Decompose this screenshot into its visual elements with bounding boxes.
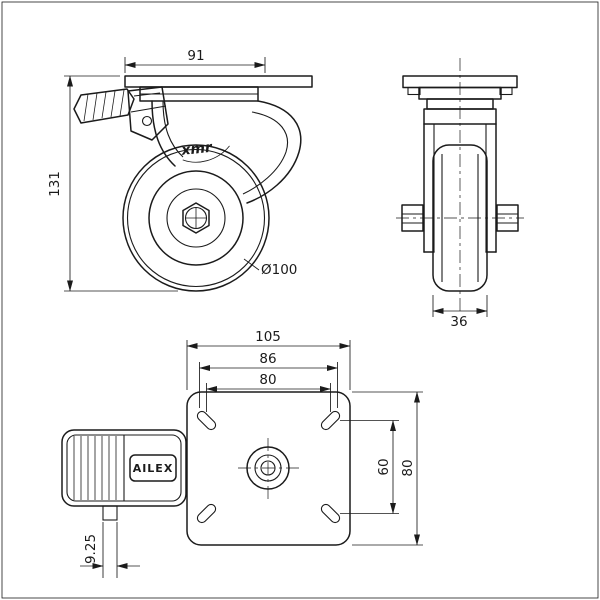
dim-text-105: 105 <box>255 329 281 345</box>
axle-nut-left <box>401 204 424 232</box>
wheel-front <box>432 144 488 292</box>
dim-text-80-v: 80 <box>400 459 416 476</box>
tire-front-profile <box>432 144 488 292</box>
dim-slot-outer-86: 86 <box>199 351 338 408</box>
bolt-slot-top-left <box>196 410 217 431</box>
brake-pedal-side <box>73 88 135 124</box>
center-hub-circles <box>238 438 299 499</box>
plan-view: AILEX 105 86 80 60 <box>61 329 423 578</box>
dim-plate-length-105: 105 <box>186 329 351 390</box>
dim-text-131: 131 <box>47 171 63 197</box>
wheel-outer-circle <box>122 144 270 292</box>
pedal-release-tab <box>102 505 118 521</box>
brake-pedal-plan: AILEX <box>61 429 187 521</box>
dim-text-925: 9.25 <box>83 534 99 564</box>
swivel-stack-front <box>418 86 502 125</box>
tire-inner-circle <box>126 148 266 288</box>
dim-text-60: 60 <box>376 458 392 475</box>
dim-pedal-tab-925: 9.25 <box>80 522 140 578</box>
dim-plate-91: 91 <box>124 48 266 73</box>
dim-text-36: 36 <box>450 314 467 330</box>
plate-bolt-left <box>407 86 421 96</box>
mounting-plate <box>186 391 351 546</box>
swivel-fork-side <box>151 100 302 204</box>
wheel-side <box>122 144 270 292</box>
bolt-slot-bottom-left <box>196 503 217 524</box>
plate-bolt-right <box>499 86 513 96</box>
rim-circle <box>148 170 244 266</box>
dim-bolt-spacing-80: 80 <box>206 372 331 412</box>
dim-height-131: 131 <box>47 75 178 292</box>
axle-nut-right <box>496 204 519 232</box>
leader-line <box>243 258 260 271</box>
dim-text-86: 86 <box>259 351 276 367</box>
fork-right-inner <box>242 111 288 195</box>
fork-left-outer <box>151 100 176 167</box>
fork-right-outer <box>246 100 302 204</box>
bolt-slot-bottom-right <box>320 503 341 524</box>
dim-text-dia100: Ø100 <box>261 262 297 278</box>
pedal-grip-ribs <box>73 436 117 500</box>
hub-circle <box>166 188 226 248</box>
dim-text-80-h: 80 <box>259 372 276 388</box>
axle-bore-circle <box>184 206 208 230</box>
brake-housing-side <box>127 86 169 141</box>
bolt-slot-top-right <box>320 410 341 431</box>
dim-text-91: 91 <box>187 48 204 64</box>
logo-swoosh <box>182 145 230 163</box>
dim-wheel-width-36: 36 <box>432 295 488 330</box>
side-view: xmr 91 131 <box>47 48 313 292</box>
fork-left-inner <box>162 100 184 158</box>
top-plate-side <box>124 75 313 88</box>
dim-bolt-spacing-60: 60 <box>340 420 399 514</box>
front-view: 36 <box>396 58 524 330</box>
brand-label-text: AILEX <box>133 462 174 475</box>
brand-label-box <box>129 454 177 482</box>
dim-wheel-dia-100: Ø100 <box>243 258 297 278</box>
pedal-outline <box>61 429 187 507</box>
axle-hex-nut <box>182 202 210 234</box>
dim-plate-width-80: 80 <box>352 391 423 546</box>
brake-pivot-circle <box>141 115 153 127</box>
